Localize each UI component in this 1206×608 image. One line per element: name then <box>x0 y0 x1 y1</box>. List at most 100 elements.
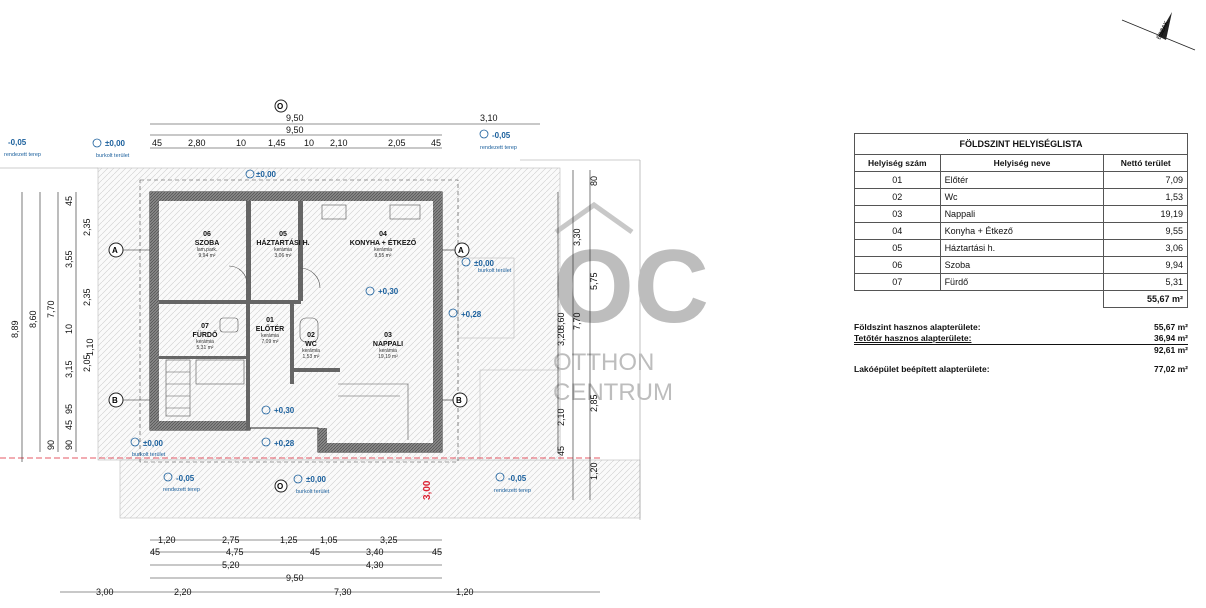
col-header-name: Helyiség neve <box>939 154 1105 172</box>
dim-bottom: 7,30 <box>334 587 352 597</box>
dim-top: 1,45 <box>268 138 286 148</box>
dim-bottom: 1,05 <box>320 535 338 545</box>
dim-left: 90 <box>46 440 56 450</box>
dim-top: 2,80 <box>188 138 206 148</box>
area-summary: Földszint hasznos alapterülete:55,67 m² … <box>854 322 1188 375</box>
dim-right: 45 <box>556 446 566 456</box>
table-total-row: 55,67 m² <box>855 290 1188 308</box>
room-03-area: 19,19 m² <box>378 354 398 360</box>
col-header-number: Helyiség szám <box>854 154 941 172</box>
section-mark-b-right: B <box>456 396 462 405</box>
dim-bottom: 5,20 <box>222 560 240 570</box>
svg-text:±0,00: ±0,00 <box>474 259 495 268</box>
room-05-finish: kerámia <box>274 247 292 253</box>
svg-text:burkolt terület: burkolt terület <box>96 153 130 159</box>
svg-text:+0,30: +0,30 <box>274 406 295 415</box>
summary-built: Lakóépület beépített alapterülete:77,02 … <box>854 364 1188 374</box>
dimension-texts: 9,50 3,10 9,50 45 2,80 10 1,45 10 2,10 2… <box>10 113 599 597</box>
room-02-num: 02 <box>307 332 315 339</box>
dim-bottom: 3,25 <box>380 535 398 545</box>
dim-bottom: 1,20 <box>456 587 474 597</box>
room-schedule-table: FÖLDSZINT HELYISÉGLISTA Helyiség szám He… <box>854 133 1188 308</box>
svg-text:rendezett terep: rendezett terep <box>480 145 517 151</box>
room-04-name: KONYHA + ÉTKEZŐ <box>350 238 417 247</box>
watermark: OC OTTHON CENTRUM <box>553 201 709 406</box>
dim-left: 2,35 <box>82 218 92 236</box>
room-03-finish: kerámia <box>379 348 397 354</box>
watermark-line2: CENTRUM <box>553 379 673 406</box>
dim-top: 10 <box>236 138 246 148</box>
dim-bottom: 3,00 <box>96 587 114 597</box>
svg-text:-0,05: -0,05 <box>508 474 527 483</box>
room-06-area: 9,94 m² <box>199 253 216 259</box>
level-marker: +0,30 <box>365 286 399 296</box>
svg-text:+0,30: +0,30 <box>378 287 399 296</box>
room-05-area: 3,06 m² <box>275 253 292 259</box>
section-mark-a-right: A <box>458 246 464 255</box>
dim-top: 2,05 <box>388 138 406 148</box>
section-mark-b-left: B <box>112 396 118 405</box>
room-01-finish: kerámia <box>261 333 279 339</box>
svg-text:burkolt terület: burkolt terület <box>478 268 512 274</box>
dim-top: 2,10 <box>330 138 348 148</box>
dim-top: 9,50 <box>286 113 304 123</box>
dim-bottom: 3,40 <box>366 547 384 557</box>
room-01-area: 7,09 m² <box>262 339 279 345</box>
room-02-finish: kerámia <box>302 348 320 354</box>
level-marker: +0,28 <box>448 308 482 319</box>
level-marker: +0,30 <box>261 405 295 415</box>
room-07-area: 5,31 m² <box>197 345 214 351</box>
svg-text:burkolt terület: burkolt terület <box>132 452 166 458</box>
dim-left: 45 <box>64 196 74 206</box>
room-03-name: NAPPALI <box>373 341 403 348</box>
room-02-name: WC <box>305 341 317 348</box>
dim-bottom: 45 <box>432 547 442 557</box>
room-schedule: FÖLDSZINT HELYISÉGLISTA Helyiség szám He… <box>854 133 1188 375</box>
summary-ground: Földszint hasznos alapterülete:55,67 m² <box>854 322 1188 332</box>
dim-left: 90 <box>64 440 74 450</box>
room-06-finish: lam.park. <box>197 247 218 253</box>
room-03-num: 03 <box>384 332 392 339</box>
red-reference-line: 3,00 <box>0 457 600 500</box>
dim-left: 2,35 <box>82 288 92 306</box>
dim-bottom: 1,25 <box>280 535 298 545</box>
dim-left: 1,10 <box>85 338 95 356</box>
svg-text:-0,05: -0,05 <box>8 138 27 147</box>
dim-left: 7,70 <box>46 300 56 318</box>
room-06-name: SZOBA <box>195 240 220 247</box>
dim-top: 3,10 <box>480 113 498 123</box>
room-07-num: 07 <box>201 323 209 330</box>
dim-right: 2,85 <box>589 394 599 412</box>
room-labels: 06 SZOBA lam.park. 9,94 m² 05 HÁZTARTÁSI… <box>193 231 417 360</box>
dim-top: 10 <box>304 138 314 148</box>
building-walls <box>139 179 459 463</box>
svg-text:rendezett terep: rendezett terep <box>494 488 531 494</box>
dim-right: 3,20 <box>556 328 566 346</box>
room-05-name: HÁZTARTÁSI H. <box>256 238 309 247</box>
dim-bottom: 4,30 <box>366 560 384 570</box>
dim-left: 3,55 <box>64 250 74 268</box>
dimension-lines <box>21 123 600 593</box>
dim-left: 95 <box>64 404 74 414</box>
svg-text:burkolt terület: burkolt terület <box>296 489 330 495</box>
room-total: 55,67 m² <box>1103 290 1188 308</box>
dim-bottom: 2,20 <box>174 587 192 597</box>
dim-top: 45 <box>152 138 162 148</box>
summary-sum: 92,61 m² <box>854 344 1188 356</box>
dim-left: 10 <box>64 324 74 334</box>
dim-right: 2,10 <box>556 408 566 426</box>
dim-bottom: 4,75 <box>226 547 244 557</box>
room-02-area: 1,53 m² <box>303 354 320 360</box>
svg-text:-0,05: -0,05 <box>492 131 511 140</box>
